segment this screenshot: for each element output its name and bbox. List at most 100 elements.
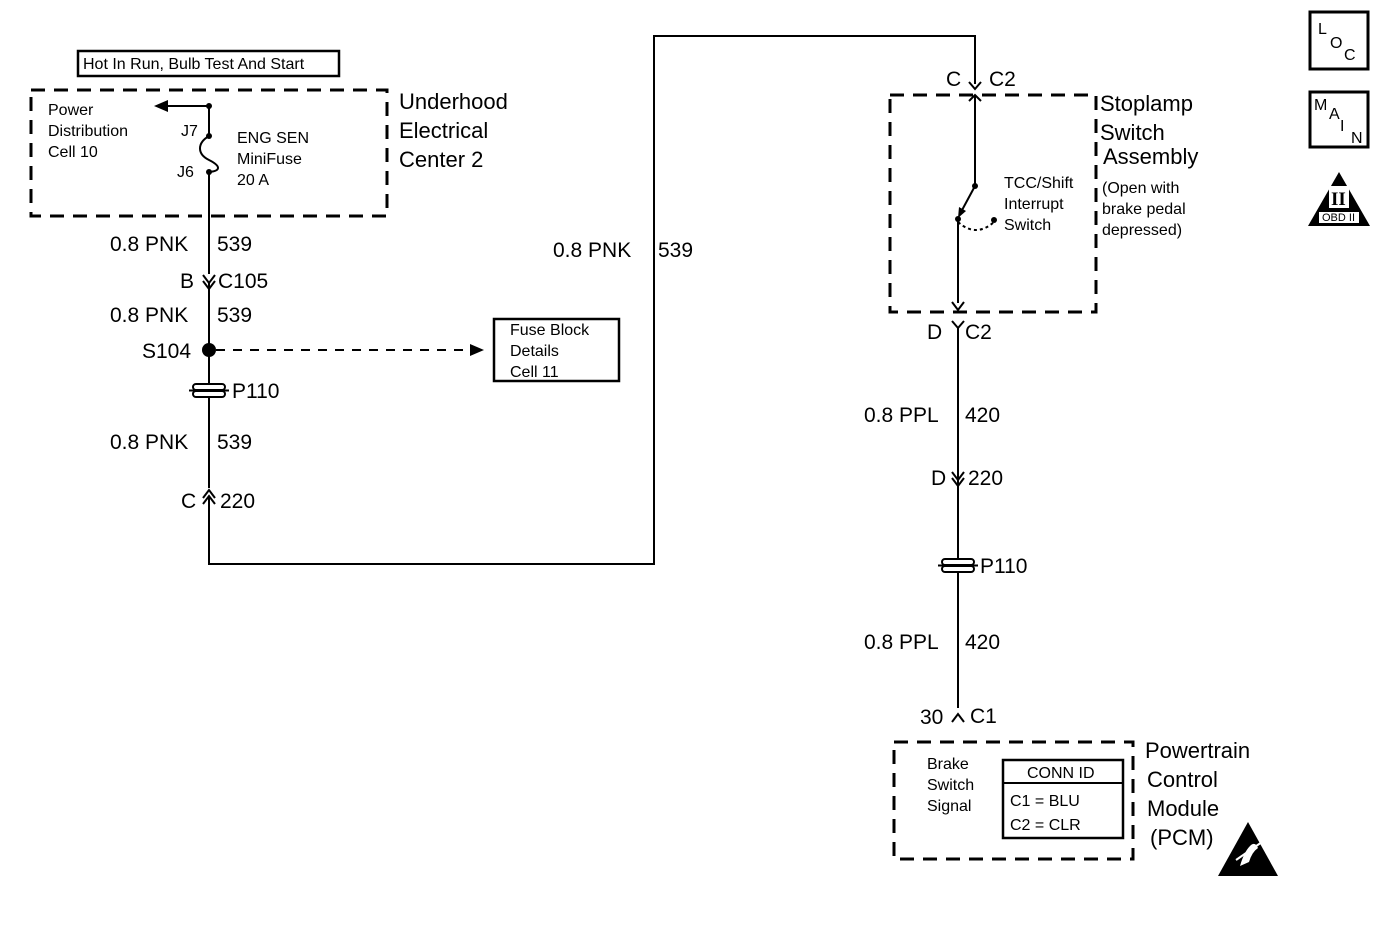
svg-text:(PCM): (PCM) [1150,825,1214,850]
loc-icon[interactable]: L O C [1308,10,1370,71]
svg-text:Assembly: Assembly [1103,144,1198,169]
svg-text:N: N [1351,130,1363,147]
j6-label: J6 [177,164,194,181]
svg-text:Fuse Block: Fuse Block [510,322,590,339]
esd-warning-icon [1218,822,1278,876]
c105-pin: B [180,270,194,293]
svg-text:L: L [1318,21,1327,38]
c1-label: C1 [970,705,997,728]
switch-alt-contact [991,217,997,223]
power-label: Hot In Run, Bulb Test And Start [83,56,305,73]
c2-bottom-pin: D [927,321,942,344]
svg-text:Cell 10: Cell 10 [48,144,98,161]
c220-right-label: 220 [968,467,1003,490]
c1-pin: 30 [920,706,943,729]
svg-text:Electrical: Electrical [399,118,488,143]
wire-539-route [208,35,976,565]
wire-539-color-3: 0.8 PNK [110,431,188,454]
svg-text:II: II [1331,189,1346,210]
svg-text:Switch: Switch [1004,217,1051,234]
obd-ii-icon[interactable]: II OBD II [1308,172,1370,226]
svg-text:M: M [1314,97,1327,114]
j7-label: J7 [181,123,198,140]
c2-top-connector-female [968,81,982,91]
power-label-box [76,49,341,78]
c1-connector [951,712,965,723]
uec-title: Underhood Electrical Center 2 [399,89,508,172]
svg-text:Power: Power [48,102,94,119]
wire-539-number-2: 539 [217,304,252,327]
minifuse-symbol [199,135,219,173]
switch-blade [960,185,976,213]
s104-splice [202,343,216,357]
svg-text:(Open with: (Open with [1102,180,1179,197]
fuse-block-arrow-head [470,344,484,356]
switch-lower-arrow [951,301,965,312]
c220-right-pin: D [931,467,946,490]
c2-bottom-label: C2 [965,321,992,344]
svg-text:Cell 11: Cell 11 [510,364,559,381]
s104-label: S104 [142,340,191,363]
mid-wire-number: 539 [658,239,693,262]
stoplamp-title: Stoplamp Switch Assembly [1100,91,1198,169]
svg-text:I: I [1340,118,1344,135]
stoplamp-box [888,93,1098,314]
svg-text:Module: Module [1147,796,1219,821]
c220-left-label: 220 [220,490,255,513]
conn-id-c2: C2 = CLR [1010,817,1081,834]
switch-blade-arrow [958,207,966,218]
svg-text:Brake: Brake [927,756,969,773]
pcm-box [892,740,1135,861]
p110-right-label: P110 [980,555,1028,578]
svg-text:Control: Control [1147,767,1218,792]
svg-text:Distribution: Distribution [48,123,128,140]
uec-box [29,88,389,218]
svg-text:OBD II: OBD II [1322,212,1355,224]
p110-right-passthrough [938,558,978,573]
wire-539-number-1: 539 [217,233,252,256]
wire-420-color-1: 0.8 PPL [864,404,939,427]
c220-left-connector-top [202,488,216,499]
svg-text:Stoplamp: Stoplamp [1100,91,1193,116]
conn-id-c1: C1 = BLU [1010,793,1080,810]
c220-right-connector-bottom [951,477,965,488]
svg-text:Underhood: Underhood [399,89,508,114]
p110-left-label: P110 [232,380,280,403]
wire-539-color-2: 0.8 PNK [110,304,188,327]
svg-text:A: A [1329,106,1340,123]
svg-text:Switch: Switch [1100,120,1165,145]
pdc-arrow-head [154,100,168,112]
wire-420-number-2: 420 [965,631,1000,654]
svg-text:Signal: Signal [927,798,971,815]
fuse-block-label: Fuse Block Details Cell 11 [510,322,590,381]
svg-text:C: C [1344,47,1356,64]
svg-text:Powertrain: Powertrain [1145,738,1250,763]
mid-wire-color: 0.8 PNK [553,239,631,262]
conn-id-title: CONN ID [1027,765,1095,782]
svg-text:ENG SEN: ENG SEN [237,130,309,147]
conn-id-box [1001,758,1125,840]
pcm-signal-label: Brake Switch Signal [927,756,974,815]
fuse-label: ENG SEN MiniFuse 20 A [237,130,309,189]
c220-right-connector-top [951,471,965,482]
svg-text:TCC/Shift: TCC/Shift [1004,175,1074,192]
c2-bottom-connector [951,320,965,330]
svg-text:O: O [1330,35,1342,52]
c2-top-pin: C [946,68,961,91]
c220-left-connector-bottom [202,494,216,505]
svg-text:Interrupt: Interrupt [1004,196,1064,213]
svg-text:20 A: 20 A [237,172,269,189]
p110-left-passthrough [189,383,229,398]
svg-text:Center 2: Center 2 [399,147,483,172]
svg-text:MiniFuse: MiniFuse [237,151,302,168]
wire-539-color-1: 0.8 PNK [110,233,188,256]
stoplamp-note: (Open with brake pedal depressed) [1102,180,1186,239]
pcm-title: Powertrain Control Module (PCM) [1145,738,1250,850]
switch-label: TCC/Shift Interrupt Switch [1004,175,1074,234]
main-icon[interactable]: M A I N [1308,90,1370,149]
switch-travel-arc [957,221,995,231]
svg-text:Details: Details [510,343,559,360]
c105-label: C105 [218,270,268,293]
c2-top-label: C2 [989,68,1016,91]
